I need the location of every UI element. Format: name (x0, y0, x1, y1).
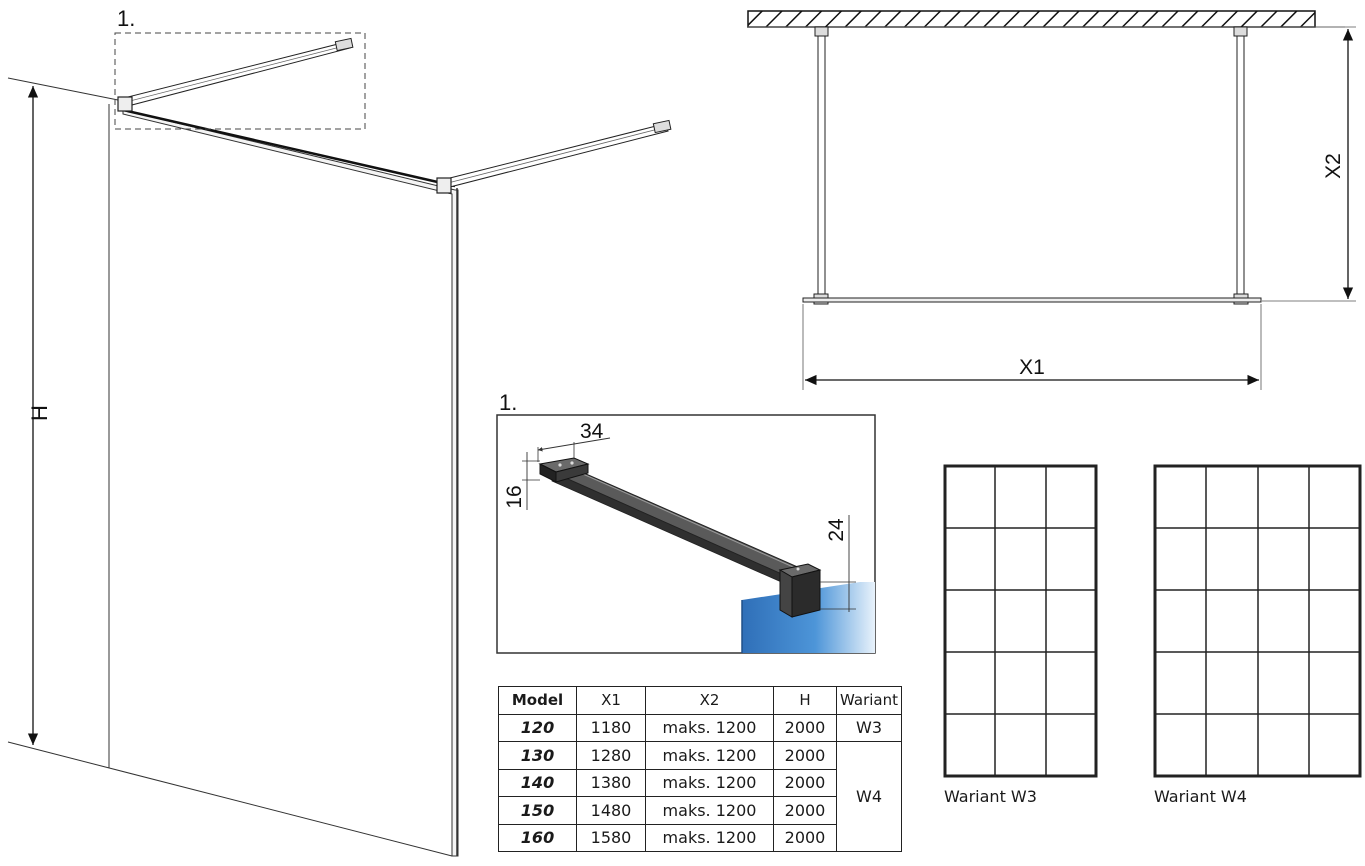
variant-w3-caption: Wariant W3 (944, 787, 1037, 806)
arm-wall-bracket-left (334, 37, 354, 52)
cell-h: 2000 (773, 713, 837, 742)
cell-variant: W4 (836, 741, 902, 852)
callout-label: 1. (117, 6, 135, 31)
cell-x2: maks. 1200 (645, 768, 774, 797)
support-arm-left (123, 41, 351, 107)
table-row: 130 1280 maks. 1200 2000 W4 (498, 741, 902, 852)
cell-x2: maks. 1200 (645, 796, 774, 825)
perspective-view: 1. H (7, 6, 672, 857)
arm-length-dimension-label: X2 (1322, 153, 1345, 179)
cell-h: 2000 (773, 741, 837, 770)
wall-top-edge (7, 77, 119, 101)
arm-width-dimension-line (537, 437, 611, 452)
support-arm-right (441, 123, 669, 189)
detail-glass (742, 582, 875, 653)
arm-glass-clamp-left (117, 96, 133, 112)
glass-top-edge (122, 108, 456, 188)
cell-h: 2000 (773, 796, 837, 825)
cell-x1: 1480 (576, 796, 646, 825)
top-glass-panel (802, 297, 1262, 303)
cell-model: 130 (498, 741, 577, 770)
variant-w3-grid (943, 464, 1098, 778)
cell-h: 2000 (773, 768, 837, 797)
variant-w4-caption: Wariant W4 (1154, 787, 1247, 806)
model-spec-table: Model X1 X2 H Wariant 120 1180 maks. 120… (498, 686, 902, 852)
cell-x1: 1180 (576, 713, 646, 742)
detail-view: 1. 34 16 24 (496, 390, 876, 654)
arm-width-dimension-label: 34 (580, 420, 604, 443)
clamp-height-dimension-label: 24 (825, 518, 848, 542)
header-x2: X2 (645, 686, 774, 715)
table-row: 120 1180 maks. 1200 2000 W3 (498, 713, 902, 742)
cell-x1: 1380 (576, 768, 646, 797)
cell-model: 160 (498, 823, 577, 852)
width-dimension-label: X1 (1019, 356, 1045, 379)
detail-callout-box (114, 32, 366, 130)
top-arm-right (1236, 29, 1245, 301)
cell-x2: maks. 1200 (645, 823, 774, 852)
cell-variant: W3 (836, 713, 902, 742)
detail-label: 1. (499, 390, 517, 415)
glass-panel (122, 109, 459, 857)
header-h: H (773, 686, 837, 715)
cell-h: 2000 (773, 823, 837, 852)
table-row: 150 1480 maks. 1200 2000 (498, 796, 902, 825)
header-variant: Wariant (836, 686, 902, 715)
table-row: 160 1580 maks. 1200 2000 (498, 823, 902, 852)
cell-model: 150 (498, 796, 577, 825)
variant-w4-grid (1153, 464, 1362, 778)
header-x1: X1 (576, 686, 646, 715)
top-view: X2 X1 (747, 10, 1356, 390)
wall-bottom-edge (7, 741, 453, 857)
arm-glass-clamp-right (436, 177, 452, 194)
cell-x2: maks. 1200 (645, 741, 774, 770)
top-arm-left (817, 29, 826, 301)
header-model: Model (498, 686, 577, 715)
cell-model: 140 (498, 768, 577, 797)
arm-wall-bracket-right (652, 119, 672, 134)
cell-x1: 1580 (576, 823, 646, 852)
cell-model: 120 (498, 713, 577, 742)
wall-hatched (747, 10, 1316, 28)
cell-x1: 1280 (576, 741, 646, 770)
cell-x2: maks. 1200 (645, 713, 774, 742)
table-header-row: Model X1 X2 H Wariant (498, 686, 902, 715)
arm-height-dimension-label: 16 (503, 485, 526, 508)
height-dimension-label: H (27, 405, 52, 421)
